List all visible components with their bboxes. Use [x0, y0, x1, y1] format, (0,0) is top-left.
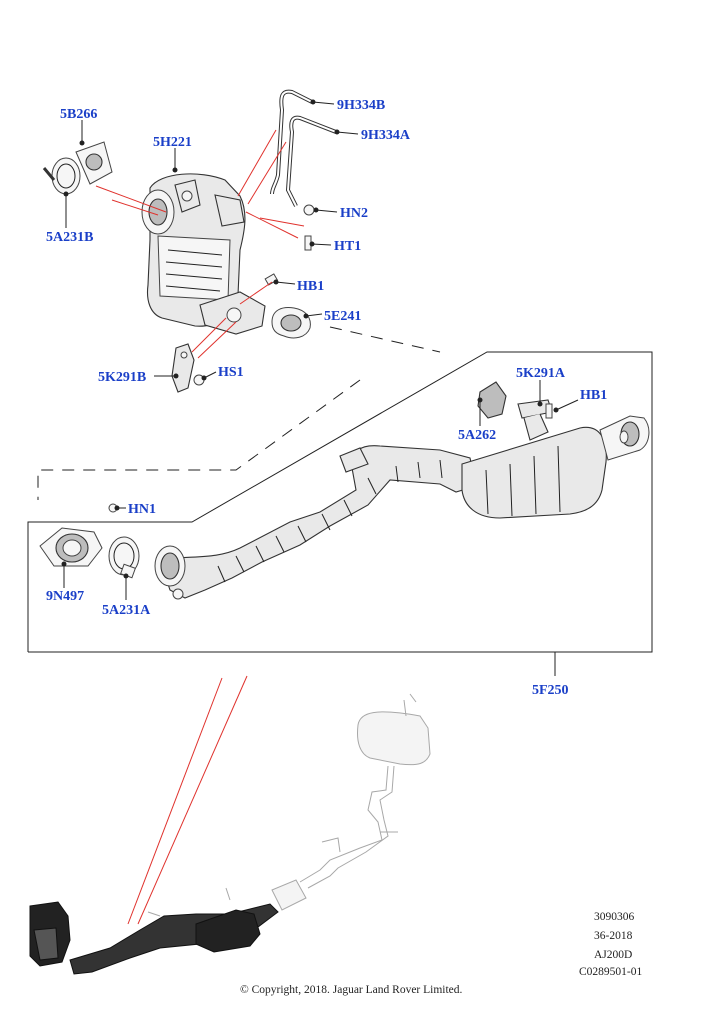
label-5K291B[interactable]: 5K291B	[98, 370, 146, 385]
sensor-tube-9H334A[interactable]	[285, 115, 337, 207]
bolt-HB1-upper[interactable]	[264, 273, 279, 286]
catalytic-converter[interactable]	[141, 173, 266, 335]
bracket-5K291B[interactable]	[171, 343, 195, 393]
flange-9N497[interactable]	[39, 527, 103, 567]
leader-lines	[61, 99, 579, 600]
part-labels: 5B266 5H221 9H334B 9H334A HN2 HT1 5A231B…	[46, 98, 607, 698]
copyright-notice: © Copyright, 2018. Jaguar Land Rover Lim…	[240, 984, 463, 996]
label-5K291A[interactable]: 5K291A	[516, 366, 566, 381]
exhaust-pipe-assembly[interactable]	[154, 445, 477, 600]
label-5A231B[interactable]: 5A231B	[46, 230, 93, 245]
date-code: 36-2018	[594, 930, 633, 942]
label-HB1-lower[interactable]: HB1	[580, 388, 607, 403]
gasket-5E241[interactable]	[271, 307, 311, 339]
label-5A262[interactable]: 5A262	[458, 428, 496, 443]
clamp-5A231A[interactable]	[108, 536, 140, 579]
vehicle-overview	[29, 693, 431, 975]
nut-HN2[interactable]	[303, 204, 315, 216]
label-9H334A[interactable]: 9H334A	[361, 128, 411, 143]
highlight-lines	[95, 129, 305, 925]
label-9N497[interactable]: 9N497	[46, 589, 84, 604]
label-5H221[interactable]: 5H221	[153, 135, 192, 150]
bracket-5K291A[interactable]	[517, 399, 553, 441]
sensor-tube-9H334B[interactable]	[270, 89, 313, 195]
label-HN2[interactable]: HN2	[340, 206, 368, 221]
gasket-5B266[interactable]	[75, 141, 113, 185]
label-5B266[interactable]: 5B266	[60, 107, 97, 122]
label-HS1[interactable]: HS1	[218, 365, 244, 380]
hanger-5A262[interactable]	[477, 381, 507, 419]
label-HN1[interactable]: HN1	[128, 502, 156, 517]
ref-number: 3090306	[594, 911, 635, 923]
label-5F250[interactable]: 5F250	[532, 683, 569, 698]
document-meta: 3090306 36-2018 AJ200D C0289501-01 © Cop…	[240, 911, 643, 996]
label-HB1-upper[interactable]: HB1	[297, 279, 324, 294]
assembly-frame-5F250	[27, 326, 653, 676]
model-code: AJ200D	[594, 949, 632, 961]
label-5E241[interactable]: 5E241	[324, 309, 361, 324]
clamp-5A231B[interactable]	[42, 157, 81, 195]
rear-muffler[interactable]	[461, 415, 650, 519]
label-9H334B[interactable]: 9H334B	[337, 98, 385, 113]
bolt-HB1-lower[interactable]	[545, 403, 553, 419]
label-HT1[interactable]: HT1	[334, 239, 361, 254]
label-5A231A[interactable]: 5A231A	[102, 603, 151, 618]
catalog-code: C0289501-01	[579, 966, 643, 978]
